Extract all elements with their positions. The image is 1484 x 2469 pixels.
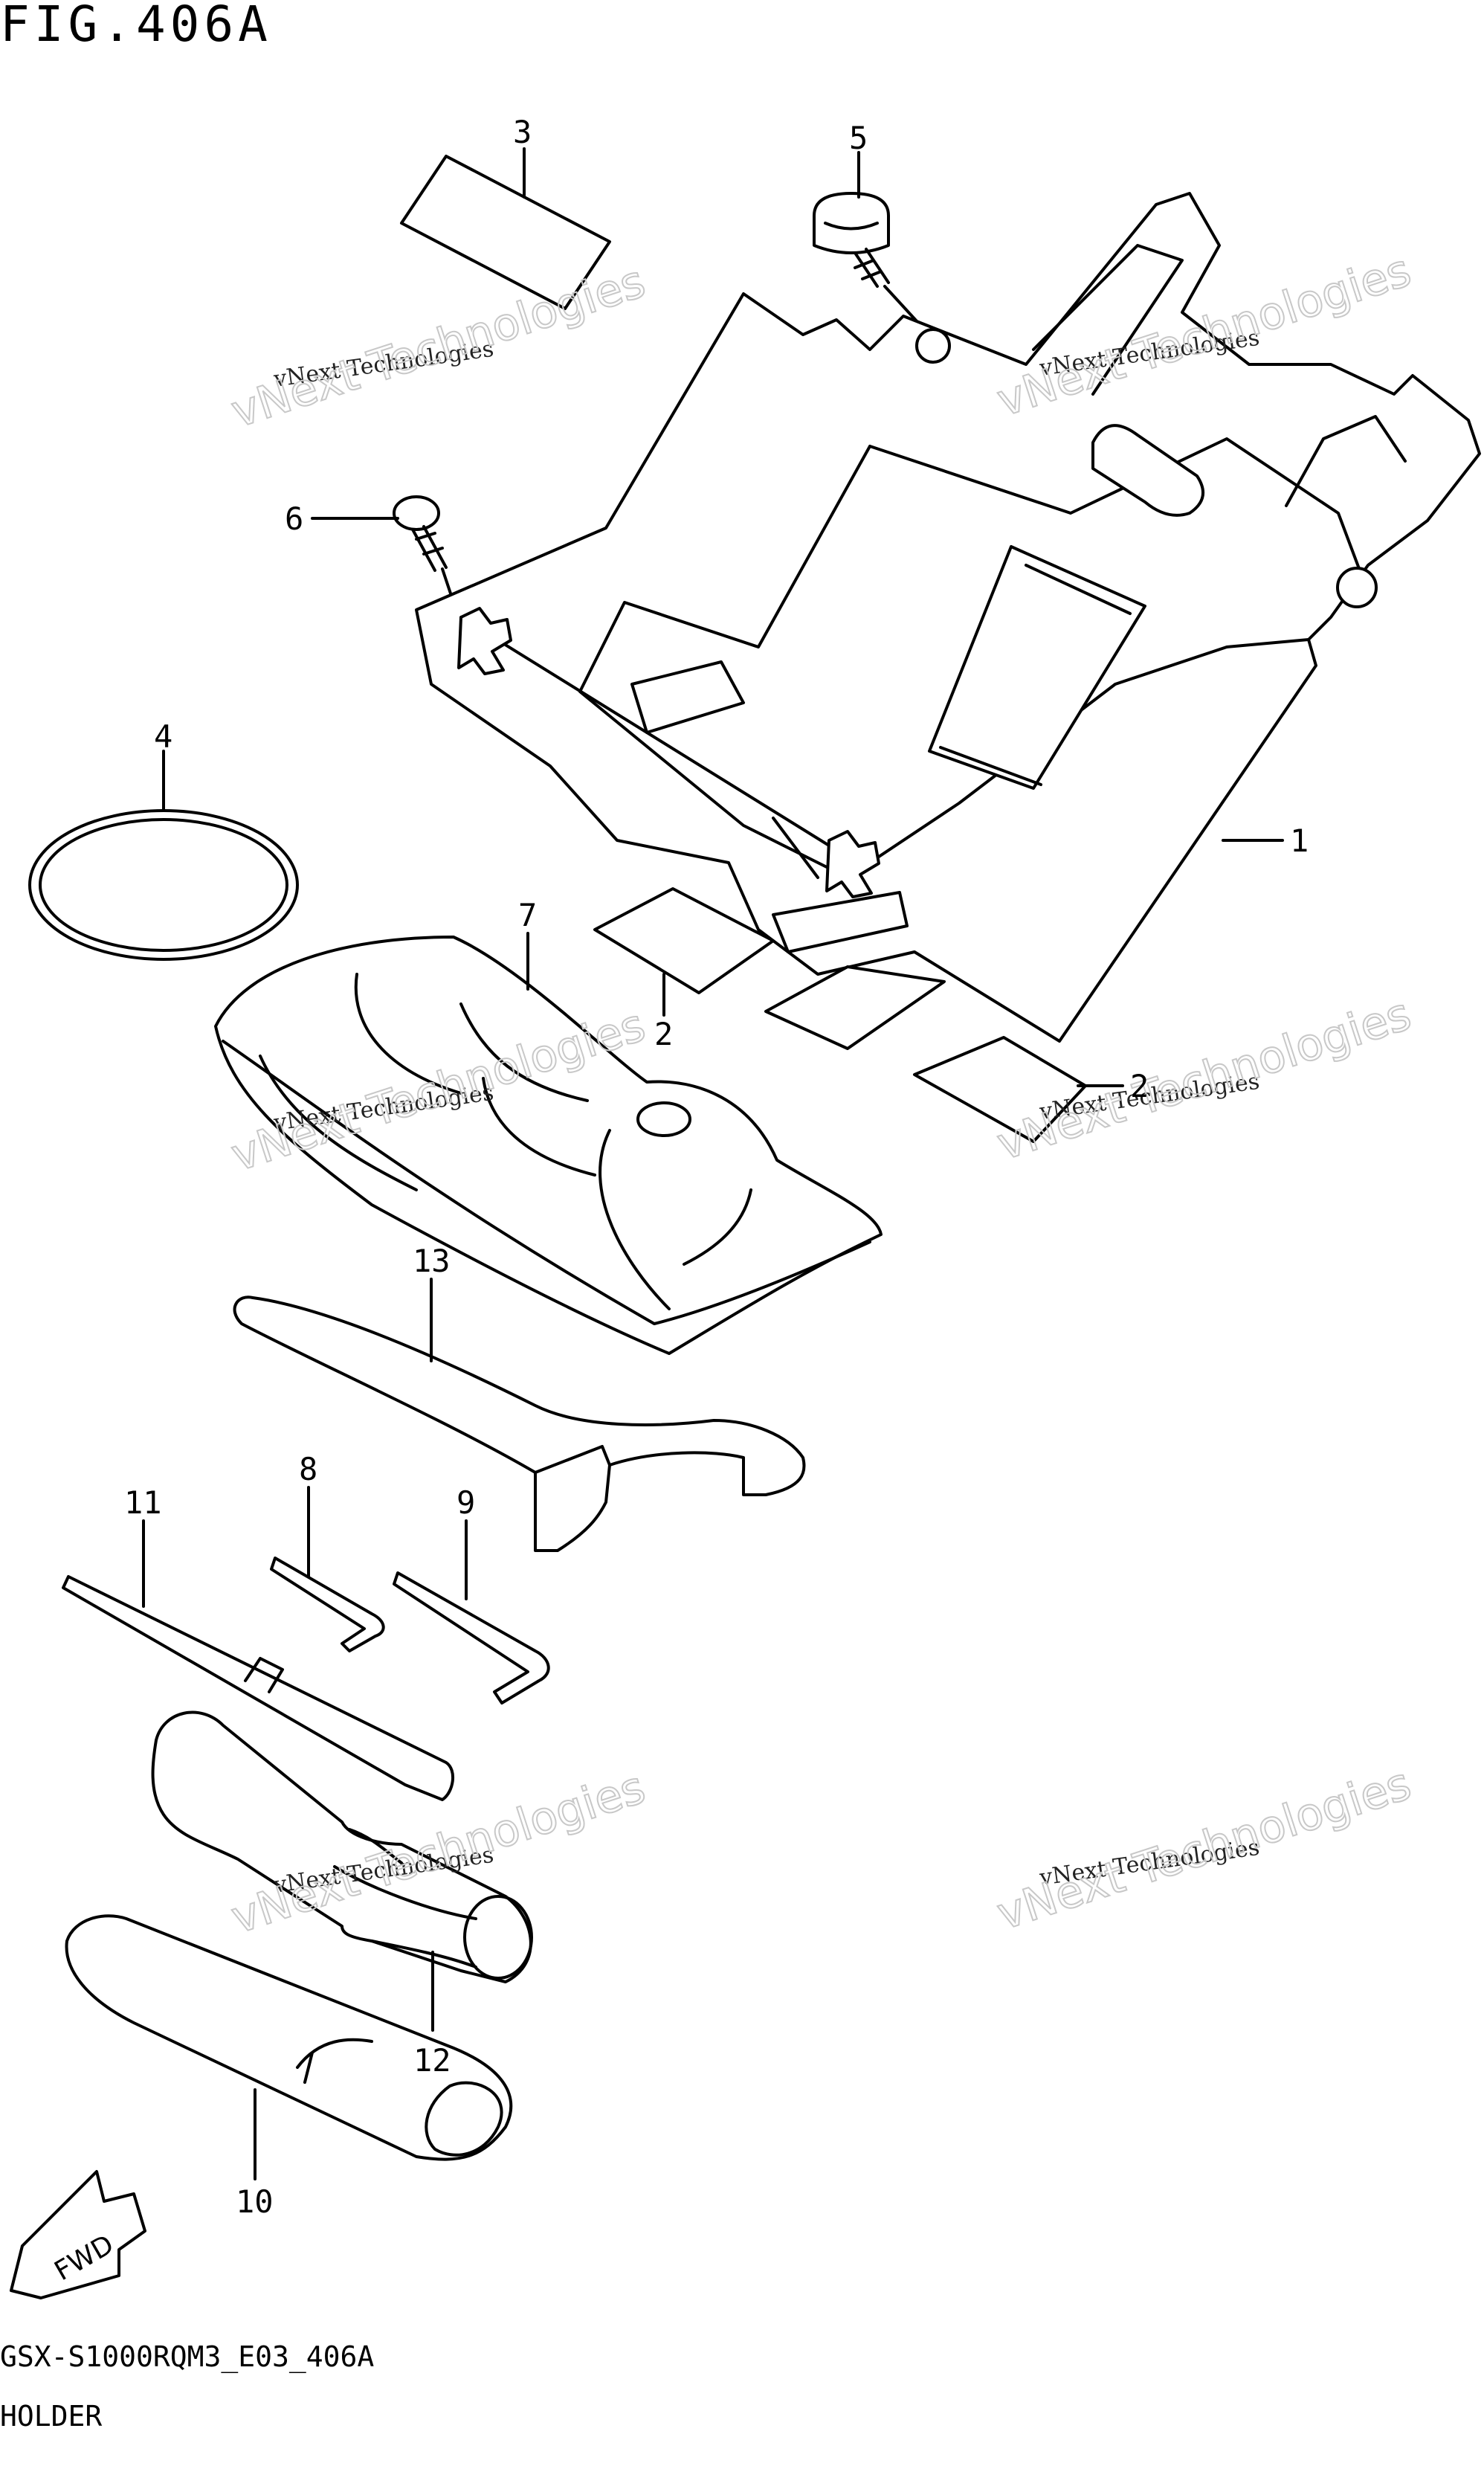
part-5-bolt <box>813 192 927 332</box>
callout-1: 1 <box>1290 823 1309 859</box>
callout-2b: 2 <box>1130 1068 1149 1104</box>
part-12-handle <box>151 1710 533 1983</box>
callout-5: 5 <box>849 120 868 156</box>
callout-3: 3 <box>513 114 532 150</box>
part-10-tool-tube <box>65 1914 513 2161</box>
callout-6: 6 <box>285 500 303 537</box>
part-3-label <box>400 155 611 310</box>
callout-7: 7 <box>518 897 537 933</box>
callout-2a: 2 <box>654 1016 673 1052</box>
part-4-band <box>28 809 299 961</box>
part-8-hex-key <box>270 1557 385 1652</box>
diagram-code: GSX-S1000RQM3_E03_406A <box>0 2340 375 2373</box>
callout-11: 11 <box>124 1484 162 1521</box>
part-13-spanner <box>233 1295 806 1552</box>
part-11-screwdriver <box>62 1575 455 1801</box>
callout-8: 8 <box>299 1451 317 1487</box>
callout-10: 10 <box>236 2183 274 2220</box>
watermark-outline: vNext Technologies <box>225 256 651 439</box>
callout-13: 13 <box>413 1243 451 1279</box>
callouts: 3 5 6 1 4 7 2 2 13 8 9 11 12 10 <box>124 114 1309 2220</box>
fwd-arrow-icon: FWD <box>10 2170 146 2299</box>
part-9-hex-key <box>393 1571 550 1705</box>
leader-lines <box>142 147 1284 2180</box>
diagram-caption: HOLDER <box>0 2400 103 2433</box>
page-title: FIG.406A <box>0 0 272 53</box>
callout-9: 9 <box>457 1484 475 1521</box>
callout-12: 12 <box>413 2042 451 2079</box>
watermark-outline: vNext Technologies <box>991 1758 1417 1941</box>
part-2-pads <box>593 887 1087 1143</box>
callout-4: 4 <box>154 718 172 755</box>
part-7-tool-bag <box>214 936 883 1355</box>
